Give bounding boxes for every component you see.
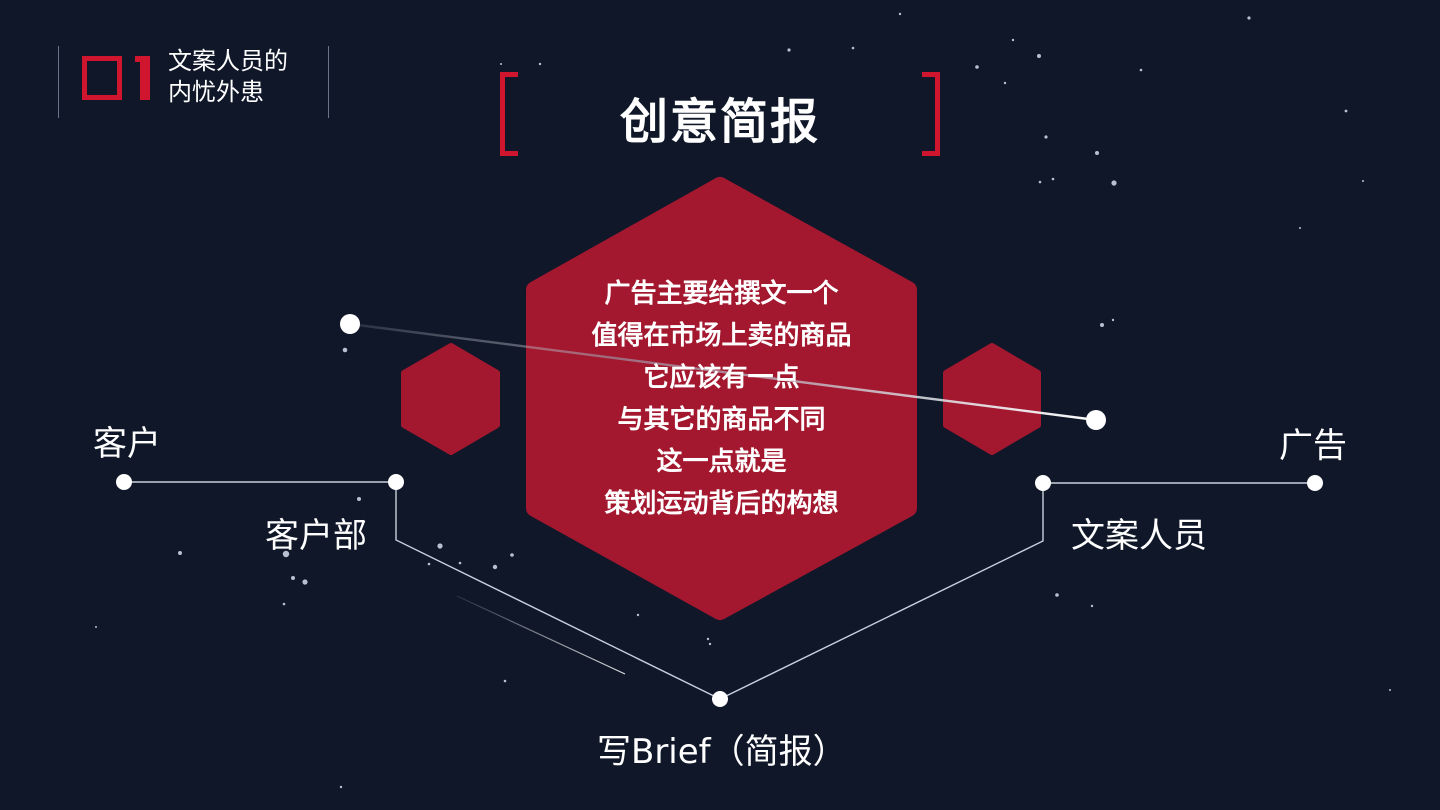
- node-client-dept: [388, 474, 404, 490]
- hex-line: 策划运动背后的构想: [604, 489, 839, 519]
- copywriter-to-brief-line: [719, 483, 1044, 700]
- section-title-line1: 文案人员的: [168, 47, 288, 75]
- node-top-left: [340, 314, 360, 334]
- center-hexagon-text: 广告主要给撰文一个 值得在市场上卖的商品 它应该有一点 与其它的商品不同 这一点…: [530, 273, 913, 525]
- section-title-line2: 内忧外患: [168, 78, 264, 106]
- hexagons: [401, 177, 1041, 620]
- center-hexagon: [526, 177, 917, 620]
- node-write-brief: [712, 691, 728, 707]
- right-small-hexagon: [943, 343, 1041, 455]
- hex-line: 它应该有一点: [643, 363, 800, 393]
- client-dept-to-brief-line: [395, 482, 721, 700]
- node-top-right: [1086, 410, 1106, 430]
- star-field: [95, 12, 1391, 789]
- hex-line: 值得在市场上卖的商品: [591, 321, 852, 351]
- left-bracket: [500, 72, 518, 156]
- section-rule-left: [58, 46, 59, 118]
- left-small-hexagon: [401, 343, 500, 455]
- right-bracket: [922, 72, 940, 156]
- section-rule-right: [328, 46, 329, 118]
- label-advertising: 广告: [1279, 426, 1347, 466]
- page-title: 创意简报: [619, 94, 820, 150]
- node-copywriter: [1035, 475, 1051, 491]
- section-title: 文案人员的 内忧外患: [168, 46, 318, 108]
- label-write-brief: 写Brief（简报）: [597, 732, 847, 772]
- section-number-zero: [82, 56, 122, 100]
- hex-line: 广告主要给撰文一个: [604, 279, 839, 309]
- label-copywriter: 文案人员: [1071, 516, 1207, 556]
- hex-line: 这一点就是: [656, 447, 787, 477]
- decorative-streak: [456, 595, 626, 675]
- node-advertising: [1307, 475, 1323, 491]
- nodes: [116, 314, 1323, 707]
- section-number-one: [135, 56, 150, 100]
- node-client: [116, 474, 132, 490]
- crossing-line: [349, 322, 1097, 422]
- hex-line: 与其它的商品不同: [617, 405, 826, 435]
- label-client-dept: 客户部: [265, 516, 367, 556]
- connector-lines: [124, 481, 1315, 700]
- label-client: 客户: [93, 424, 161, 464]
